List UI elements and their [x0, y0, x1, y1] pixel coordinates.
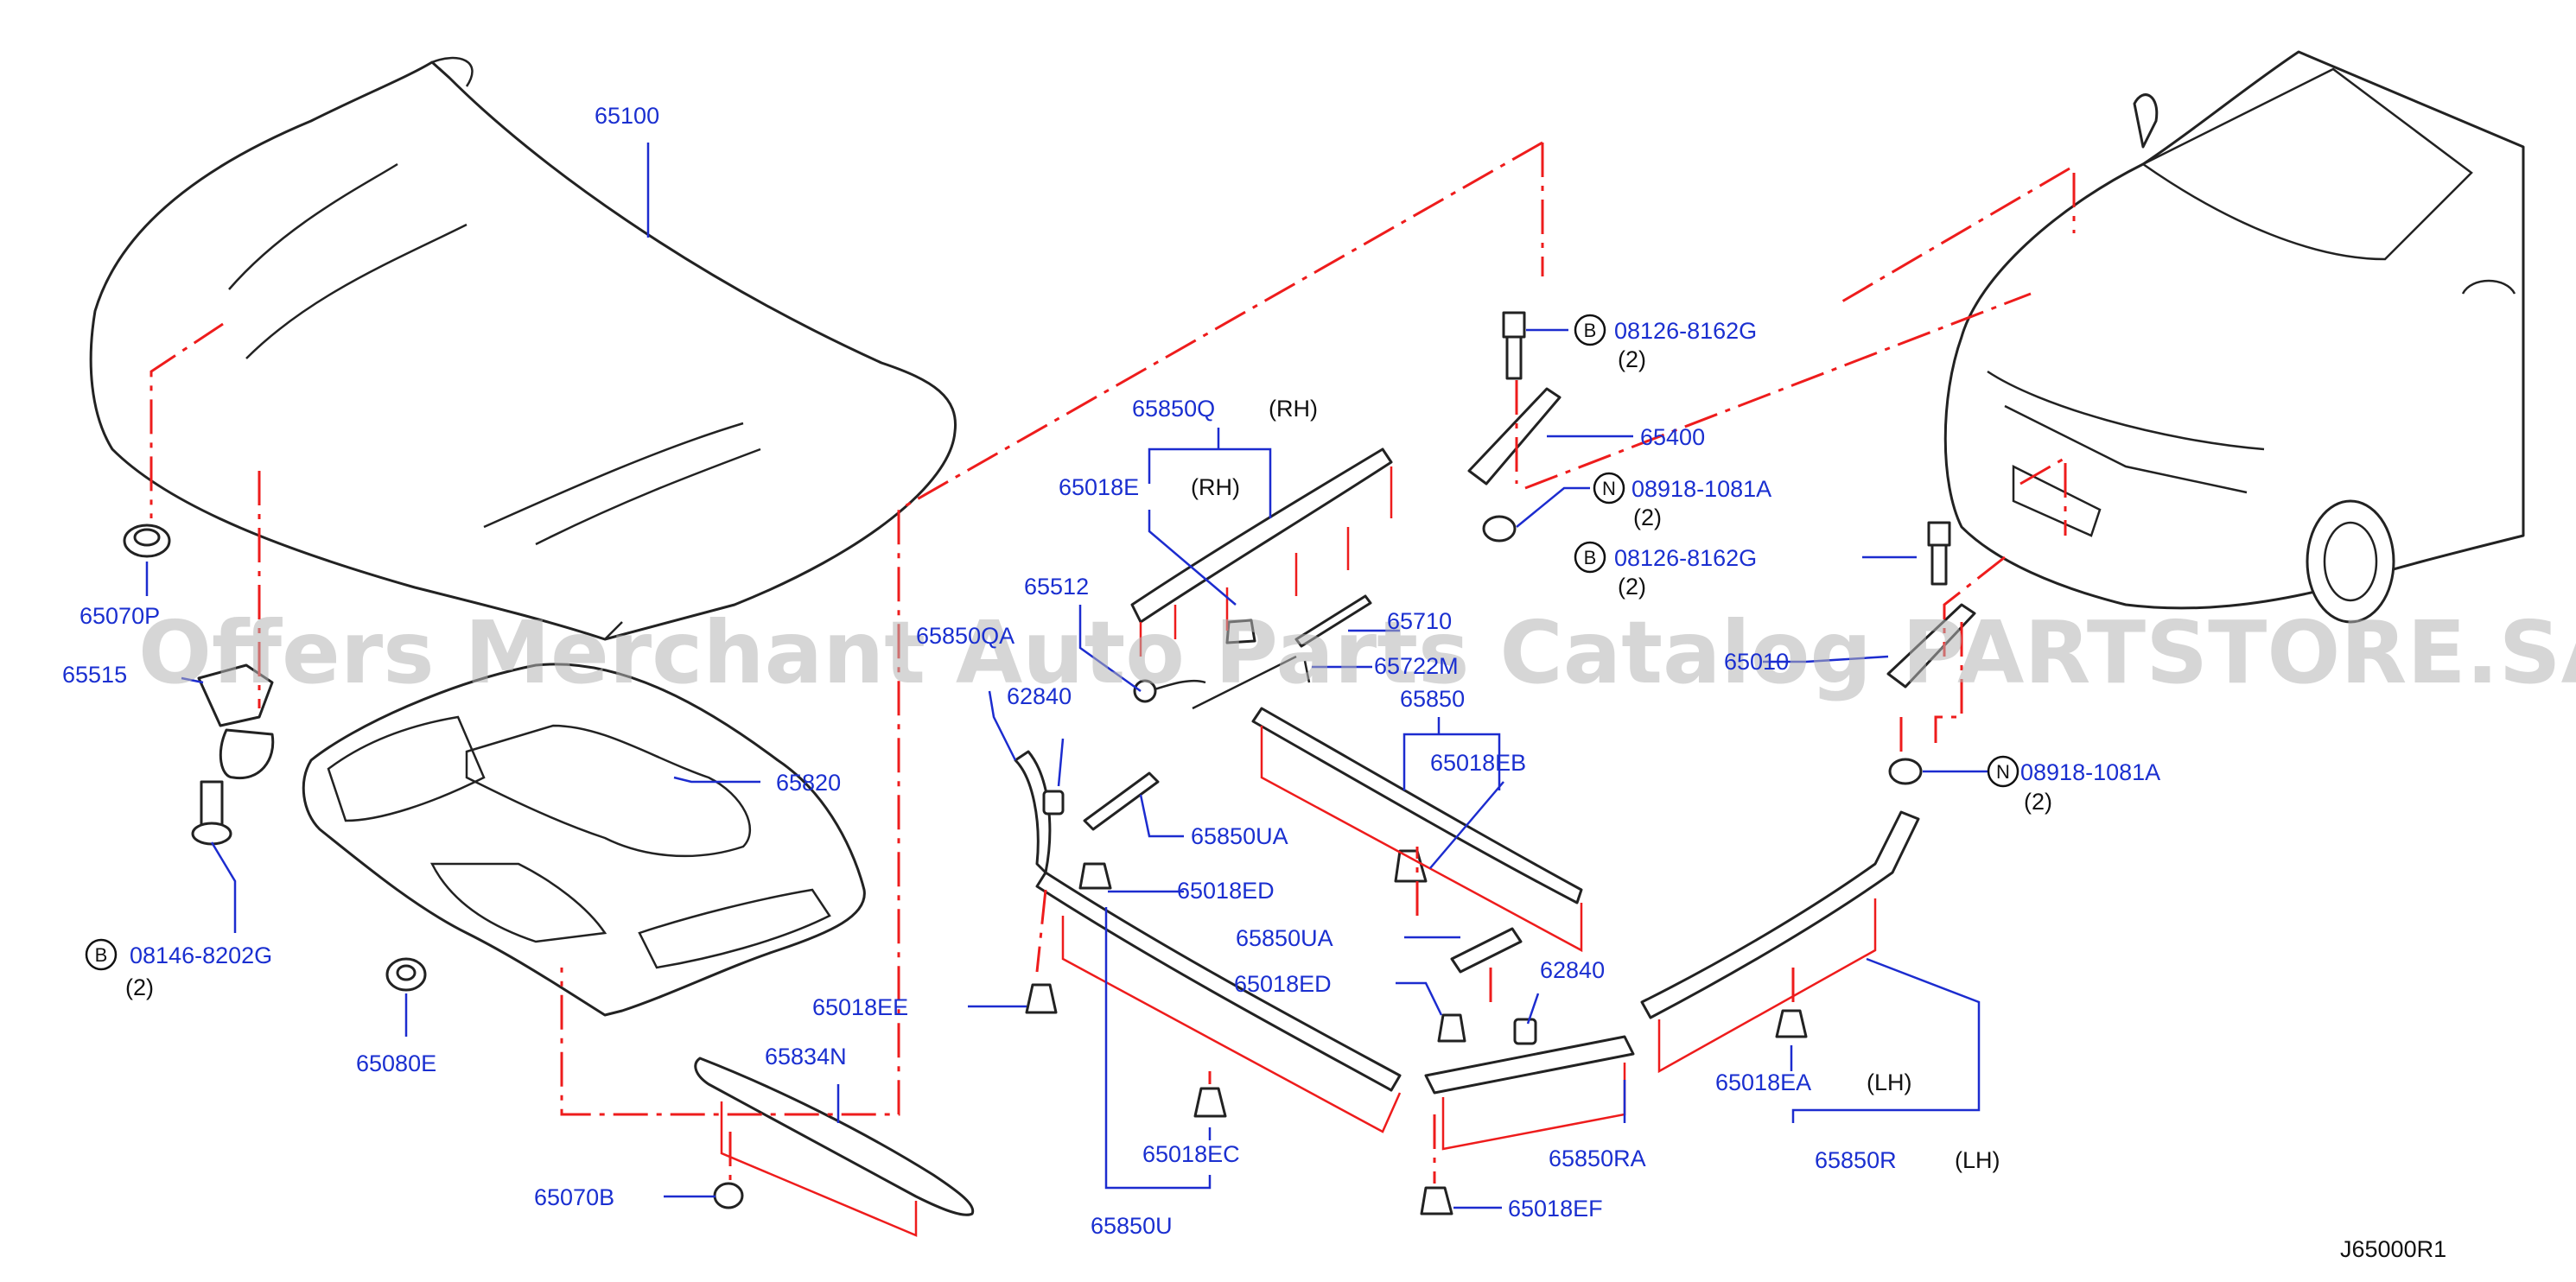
- label-08918-1081a-lower[interactable]: 08918-1081A: [2020, 759, 2160, 785]
- seal-65850ra[interactable]: [1424, 1035, 1635, 1095]
- label-65018eb[interactable]: 65018EB: [1430, 750, 1526, 776]
- bolt-08146[interactable]: [191, 780, 232, 846]
- label-65100[interactable]: 65100: [595, 103, 659, 129]
- label-65820[interactable]: 65820: [776, 770, 841, 796]
- label-65722m[interactable]: 65722M: [1374, 653, 1459, 679]
- label-65834n[interactable]: 65834N: [765, 1044, 847, 1069]
- seal-65850u[interactable]: [1035, 871, 1402, 1092]
- bolt-08126-upper[interactable]: [1502, 311, 1526, 380]
- part-labels: 65100 65070P 65515 08146-8202G (2) 65820…: [62, 103, 2446, 1262]
- label-62840-upper[interactable]: 62840: [1007, 683, 1072, 709]
- bracket-65722m[interactable]: [1192, 655, 1311, 710]
- seal-65850r[interactable]: [1640, 810, 1920, 1019]
- label-08146-8202g[interactable]: 08146-8202G: [130, 942, 272, 968]
- clip-65018ee[interactable]: [1025, 983, 1058, 1014]
- badge-b-08126-lower: B: [1574, 541, 1606, 574]
- label-65018ec[interactable]: 65018EC: [1142, 1141, 1240, 1167]
- qty-08918-lower: (2): [2024, 789, 2052, 815]
- seal-65850q[interactable]: [1130, 447, 1393, 624]
- cable-65710[interactable]: [1294, 594, 1372, 648]
- svg-text:B: B: [1584, 320, 1597, 341]
- hood-panel[interactable]: [89, 56, 957, 641]
- label-65018ea[interactable]: 65018EA: [1715, 1069, 1811, 1095]
- svg-text:B: B: [1584, 547, 1597, 568]
- bracket-65010[interactable]: [1886, 603, 1976, 689]
- grommet-65080e[interactable]: [385, 957, 427, 992]
- diagram-code: J65000R1: [2340, 1236, 2446, 1262]
- svg-text:N: N: [1602, 478, 1616, 499]
- clip-65018eb[interactable]: [1394, 849, 1428, 883]
- label-65515[interactable]: 65515: [62, 662, 127, 688]
- label-65850r[interactable]: 65850R: [1815, 1147, 1897, 1173]
- svg-text:B: B: [95, 944, 108, 966]
- label-65080e[interactable]: 65080E: [356, 1050, 436, 1076]
- side-rh-65018e: (RH): [1191, 474, 1240, 500]
- badge-n-08918-upper: N: [1593, 472, 1625, 505]
- label-08126-8162g-upper[interactable]: 08126-8162G: [1614, 318, 1757, 344]
- label-65850qa[interactable]: 65850QA: [916, 623, 1014, 649]
- label-65400[interactable]: 65400: [1640, 424, 1705, 450]
- side-lh-65850r: (LH): [1955, 1147, 2000, 1173]
- seal-65850[interactable]: [1251, 707, 1583, 904]
- hood-lock-striker[interactable]: [197, 663, 275, 780]
- nut-08918-lower[interactable]: [1888, 758, 1923, 785]
- label-65018ee[interactable]: 65018EE: [812, 994, 908, 1020]
- watermark: Offers Merchant Auto Parts Catalog PARTS…: [138, 602, 2576, 703]
- bolt-08126-lower[interactable]: [1927, 521, 1951, 586]
- clip-65018ec[interactable]: [1193, 1087, 1227, 1118]
- label-65018ed-lower[interactable]: 65018ED: [1234, 971, 1332, 997]
- clip-65018e[interactable]: [1225, 619, 1256, 644]
- hood-insulator[interactable]: [302, 663, 866, 1017]
- badge-n-08918-lower: N: [1987, 755, 2019, 788]
- svg-text:N: N: [1996, 761, 2010, 783]
- badge-b-08126-upper: B: [1574, 314, 1606, 346]
- bracket-65850ua-upper[interactable]: [1083, 771, 1160, 831]
- badge-b-08146: B: [85, 938, 118, 971]
- label-08918-1081a-upper[interactable]: 08918-1081A: [1631, 476, 1771, 502]
- side-lh-65018ea: (LH): [1867, 1069, 1912, 1095]
- label-65850u[interactable]: 65850U: [1091, 1213, 1173, 1239]
- label-65512[interactable]: 65512: [1024, 574, 1089, 600]
- clip-65070b[interactable]: [713, 1182, 744, 1209]
- qty-08146: (2): [125, 974, 154, 1000]
- label-08126-8162g-lower[interactable]: 08126-8162G: [1614, 545, 1757, 571]
- cap-62840-upper[interactable]: [1042, 790, 1065, 816]
- clip-65018ed-upper[interactable]: [1078, 862, 1112, 890]
- label-65018ed-upper[interactable]: 65018ED: [1177, 878, 1275, 904]
- nut-08918-upper[interactable]: [1482, 515, 1517, 543]
- label-65010[interactable]: 65010: [1724, 649, 1789, 675]
- bracket-65850ua-lower[interactable]: [1450, 927, 1523, 974]
- label-65850ua-lower[interactable]: 65850UA: [1236, 925, 1333, 951]
- label-62840-lower[interactable]: 62840: [1540, 957, 1605, 983]
- label-65018e[interactable]: 65018E: [1059, 474, 1139, 500]
- label-65070p[interactable]: 65070P: [80, 603, 160, 629]
- seal-65834n[interactable]: [694, 1057, 975, 1216]
- rod-65512[interactable]: [1133, 679, 1206, 703]
- label-65850ua-upper[interactable]: 65850UA: [1191, 823, 1288, 849]
- qty-08126-lower: (2): [1618, 574, 1646, 600]
- label-65850q[interactable]: 65850Q: [1132, 396, 1215, 422]
- vehicle-front-view: [1943, 50, 2525, 624]
- clip-65018ef[interactable]: [1420, 1186, 1453, 1215]
- cap-62840-lower[interactable]: [1513, 1018, 1537, 1045]
- leader-lines: [145, 143, 1988, 1209]
- side-rh-65850q: (RH): [1269, 396, 1318, 422]
- bracket-65400[interactable]: [1467, 387, 1562, 486]
- label-65850[interactable]: 65850: [1400, 686, 1465, 712]
- label-65018ef[interactable]: 65018EF: [1508, 1196, 1603, 1222]
- qty-08918-upper: (2): [1633, 505, 1662, 530]
- label-65710[interactable]: 65710: [1387, 608, 1452, 634]
- clip-65018ea[interactable]: [1775, 1009, 1808, 1038]
- label-65070b[interactable]: 65070B: [534, 1184, 614, 1210]
- clip-65018ed-lower[interactable]: [1437, 1013, 1466, 1043]
- label-65850ra[interactable]: 65850RA: [1549, 1146, 1646, 1171]
- qty-08126-upper: (2): [1618, 346, 1646, 372]
- grommet-65070p[interactable]: [123, 524, 171, 558]
